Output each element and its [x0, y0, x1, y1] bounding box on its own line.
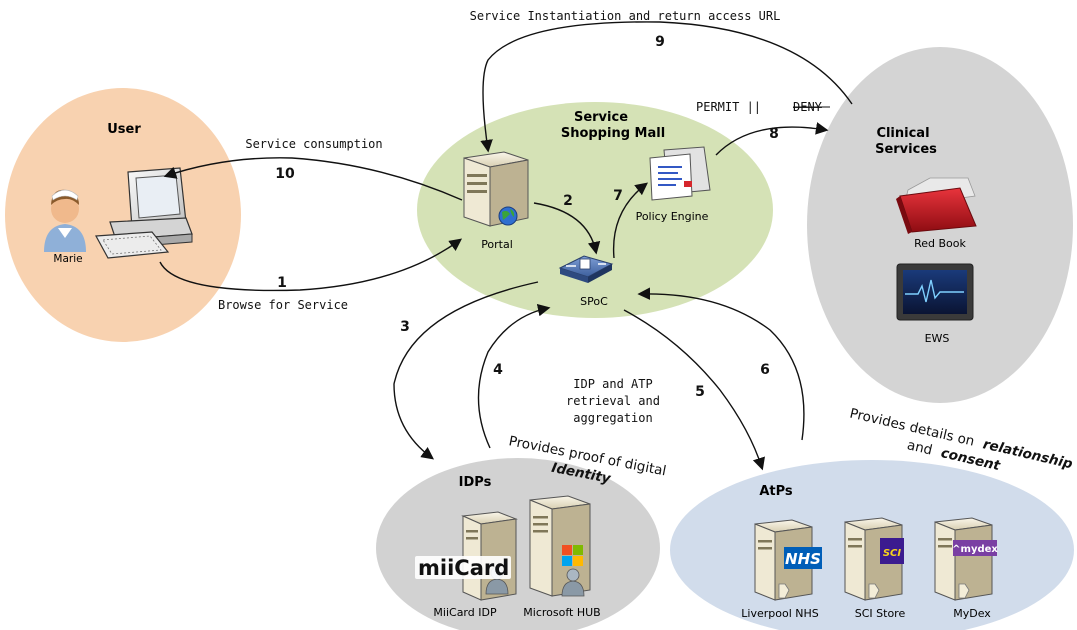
mall-region-title-line1: Service: [574, 110, 628, 125]
arrow-7-spoc-to-policy: [612, 182, 648, 259]
step-9: 9: [655, 34, 665, 50]
mydex-label: MyDex: [953, 607, 991, 620]
step-2: 2: [563, 193, 573, 209]
mydex-logo: ^mydex: [952, 540, 998, 556]
label-permit: PERMIT ||: [696, 100, 761, 114]
liverpool-nhs-label: Liverpool NHS: [741, 607, 818, 620]
nurse-avatar-icon: [44, 189, 86, 252]
spoc-switch-icon: [558, 255, 614, 283]
arrow-3-spoc-to-idps: [393, 281, 539, 460]
miicard-logo-text: miiCard: [418, 556, 509, 580]
miicard-logo: miiCard: [415, 556, 511, 580]
sci-logo-text: SCI: [883, 548, 902, 559]
marie-label: Marie: [53, 253, 82, 265]
arrow-2-portal-to-spoc: [533, 202, 601, 255]
arrow-8-policy-to-clinical: [715, 122, 829, 156]
sci-store-label: SCI Store: [855, 607, 906, 620]
policy-engine-label: Policy Engine: [636, 210, 709, 223]
idp-region: [376, 458, 660, 630]
ews-label: EWS: [925, 332, 950, 345]
step-6: 6: [760, 362, 770, 378]
arrow-5-spoc-to-atps: [623, 309, 765, 471]
atp-region-title: AtPs: [759, 484, 793, 499]
spoc-label: SPoC: [580, 295, 608, 308]
microsoft-hub-server-icon: [529, 495, 591, 597]
arrow-9-clinical-to-portal: [480, 21, 853, 153]
label-retrieval-line3: aggregation: [573, 411, 652, 425]
atp-caption-and: and: [905, 437, 933, 458]
nhs-logo: NHS: [784, 547, 822, 569]
label-retrieval-line2: retrieval and: [566, 394, 660, 408]
arrow-4-idps-to-spoc: [477, 303, 551, 449]
portal-server-icon: [463, 151, 529, 227]
label-retrieval-line1: IDP and ATP: [573, 377, 652, 391]
arrow-6-atps-to-spoc: [637, 287, 805, 441]
step-4: 4: [493, 362, 503, 378]
mall-region-title-line2: Shopping Mall: [561, 126, 665, 141]
arrow-10-service-consumption: [163, 157, 463, 201]
policy-engine-icon: [649, 146, 711, 201]
sci-logo: SCI: [880, 538, 904, 564]
user-region-title: User: [107, 122, 141, 137]
step-1: 1: [277, 275, 287, 291]
step-3: 3: [400, 319, 410, 335]
miicard-idp-label: MiiCard IDP: [433, 606, 497, 619]
mydex-logo-text: ^mydex: [952, 544, 998, 555]
red-book-label: Red Book: [914, 237, 966, 250]
arrow-1-browse: [159, 238, 463, 292]
idp-region-title: IDPs: [459, 475, 492, 490]
computer-icon: [95, 167, 193, 259]
step-10: 10: [275, 166, 295, 182]
label-service-instantiation: Service Instantiation and return access …: [470, 9, 781, 23]
clinical-region-title-line2: Services: [875, 142, 937, 157]
step-7: 7: [613, 188, 623, 204]
portal-label: Portal: [481, 238, 513, 251]
mydex-server-icon: [934, 517, 993, 601]
nhs-logo-text: NHS: [785, 550, 821, 568]
ews-monitor-icon: [896, 263, 974, 321]
step-8: 8: [769, 126, 779, 142]
label-browse-for-service: Browse for Service: [218, 298, 348, 312]
microsoft-hub-label: Microsoft HUB: [523, 606, 600, 619]
label-service-consumption: Service consumption: [245, 137, 382, 151]
step-5: 5: [695, 384, 705, 400]
clinical-region-title-line1: Clinical: [876, 126, 929, 141]
red-book-folder-icon: [896, 177, 977, 234]
